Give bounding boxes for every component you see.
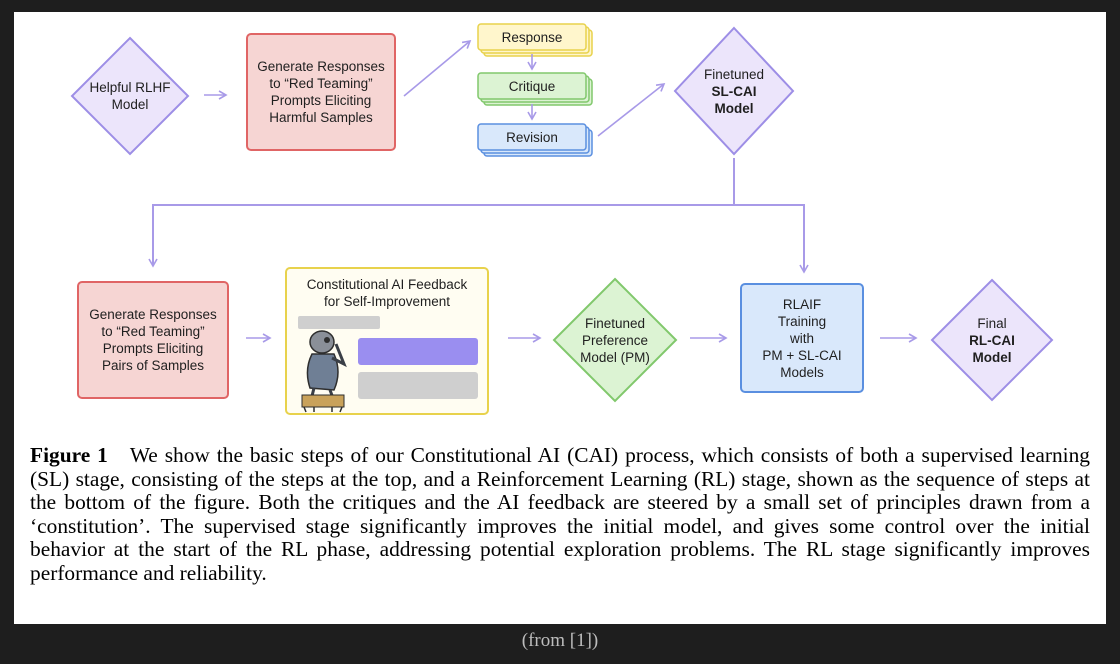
finetuned-sl-cai-label: Finetuned SL-CAI Model xyxy=(703,66,765,116)
rlaif-box xyxy=(740,283,864,393)
helpful-model-diamond xyxy=(70,36,190,156)
response-card xyxy=(477,23,587,51)
critique-label: Critique xyxy=(508,78,556,94)
response-label: Response xyxy=(501,29,563,45)
arrow-revision-to-sl-cai xyxy=(597,83,666,137)
robot-thinker-illustration xyxy=(301,330,347,413)
ai-feedback-title: Constitutional AI Feedback for Self-Impr… xyxy=(306,277,468,309)
generate-responses-box xyxy=(246,33,396,151)
critique-card xyxy=(477,72,587,100)
finetuned-sl-cai-diamond xyxy=(673,26,795,156)
rlaif-label: RLAIF Training with PM + SL-CAI Models xyxy=(762,296,842,380)
generate-pairs-box xyxy=(77,281,229,399)
figure-panel: Helpful RLHF Model Generate Responses to… xyxy=(14,12,1106,624)
arrow-generate-to-response xyxy=(403,39,472,97)
preference-model-diamond xyxy=(552,277,678,403)
preference-model-label: Finetuned Preference Model (PM) xyxy=(580,315,650,365)
cai-process-diagram xyxy=(70,23,1054,415)
helpful-model-label: Helpful RLHF Model xyxy=(89,80,171,112)
revision-card xyxy=(477,123,587,151)
final-rl-cai-label: Final RL-CAI Model xyxy=(969,315,1015,365)
generate-pairs-label: Generate Responses to “Red Teaming” Prom… xyxy=(89,307,217,373)
final-rl-cai-diamond xyxy=(930,278,1054,402)
caption-text: We show the basic steps of our Constitut… xyxy=(30,443,1090,585)
generate-responses-label: Generate Responses to “Red Teaming” Prom… xyxy=(257,59,385,125)
source-note: (from [1]) xyxy=(521,630,599,651)
figure-label: Figure 1 xyxy=(30,443,108,467)
revision-label: Revision xyxy=(506,129,558,145)
